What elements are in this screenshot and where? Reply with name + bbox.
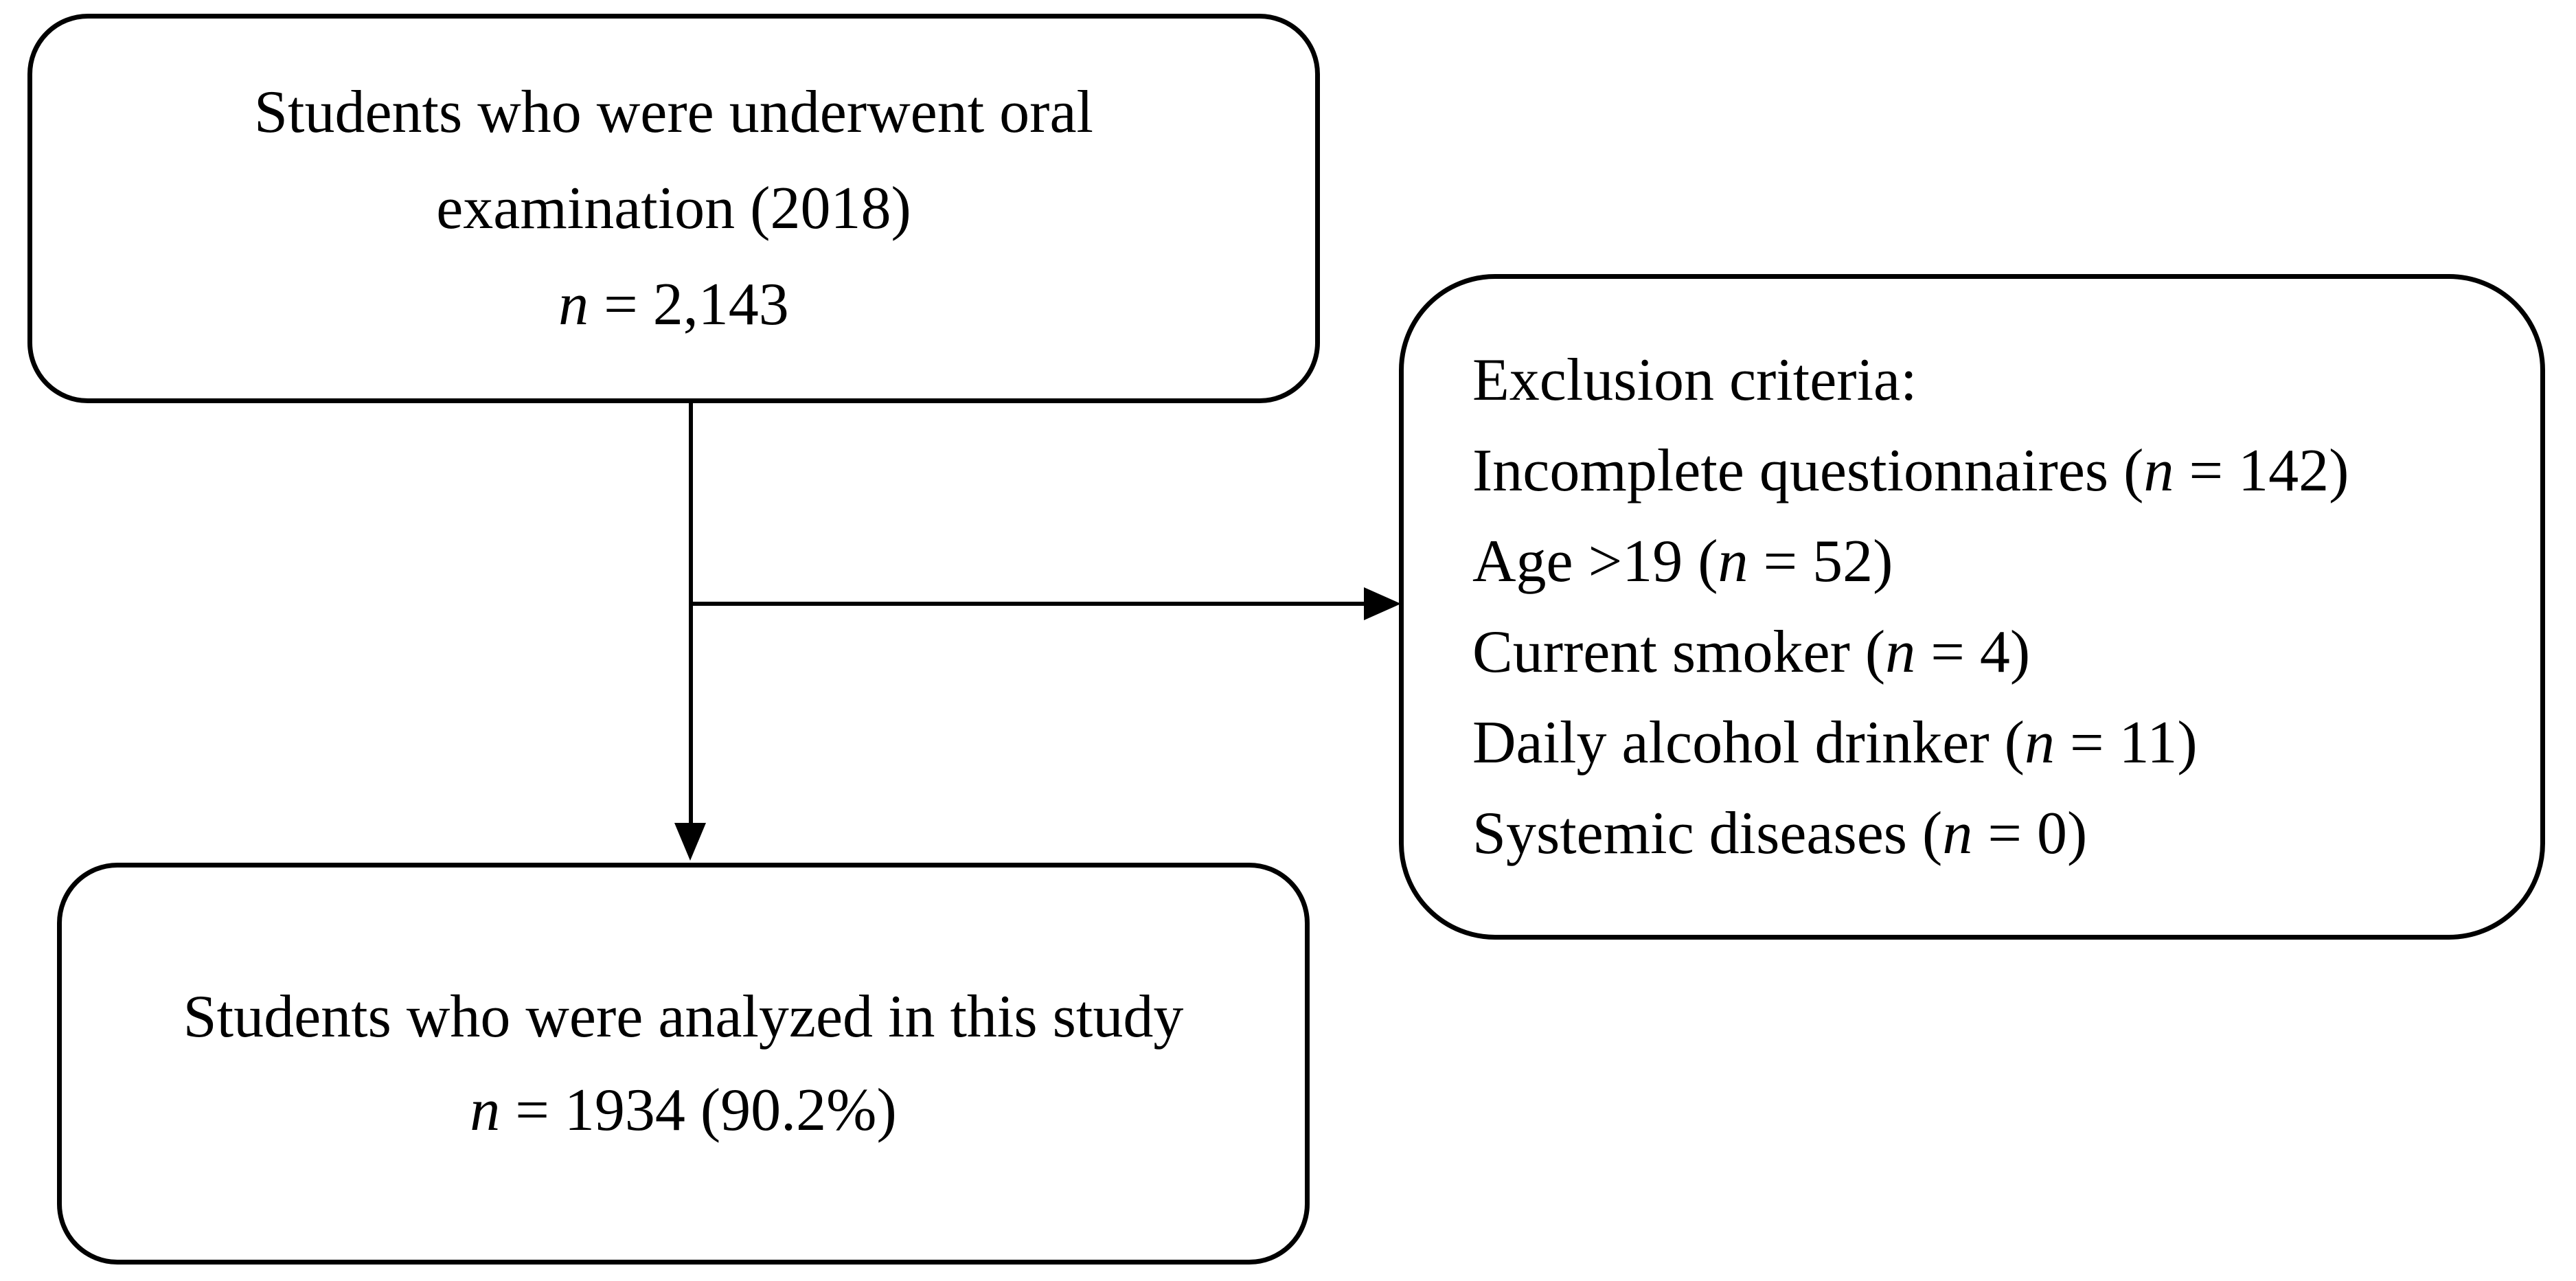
analyzed-line-1: Students who were analyzed in this study xyxy=(62,971,1305,1064)
text-segment: = 11) xyxy=(2054,709,2198,776)
n-variable: n xyxy=(1942,800,1973,867)
down-arrow-shaft xyxy=(689,403,693,823)
exclusion-header-line: Exclusion criteria: xyxy=(1472,335,2513,426)
exclusion-item-incomplete: Incomplete questionnaires (n = 142) xyxy=(1472,426,2513,517)
right-arrowhead-icon xyxy=(1364,587,1401,620)
down-arrowhead-icon xyxy=(674,823,706,861)
text-segment: Students who were analyzed in this study xyxy=(183,983,1184,1050)
text-segment: Students who were underwent oral xyxy=(254,78,1093,146)
text-segment: Current smoker ( xyxy=(1472,618,1886,685)
exclusion-item-smoker: Current smoker (n = 4) xyxy=(1472,607,2513,698)
n-variable: n xyxy=(1885,618,1916,685)
text-segment: Exclusion criteria: xyxy=(1472,346,1917,413)
analyzed-students-box: Students who were analyzed in this study… xyxy=(57,863,1310,1265)
enrolled-line-1: Students who were underwent oral xyxy=(32,65,1315,161)
n-variable: n xyxy=(2143,437,2174,504)
text-segment: Age >19 ( xyxy=(1472,528,1718,595)
exclusion-item-alcohol: Daily alcohol drinker (n = 11) xyxy=(1472,698,2513,789)
text-segment: Daily alcohol drinker ( xyxy=(1472,709,2025,776)
text-segment: = 1934 (90.2%) xyxy=(500,1076,897,1144)
exclusion-item-systemic: Systemic diseases (n = 0) xyxy=(1472,789,2513,879)
exclusion-item-age: Age >19 (n = 52) xyxy=(1472,517,2513,607)
text-segment: = 2,143 xyxy=(589,271,789,338)
right-arrow-shaft xyxy=(691,602,1364,606)
text-segment: = 4) xyxy=(1915,618,2031,685)
text-segment: = 52) xyxy=(1748,528,1893,595)
text-segment: = 0) xyxy=(1972,800,2088,867)
text-segment: Systemic diseases ( xyxy=(1472,800,1943,867)
enrolled-count-line: n = 2,143 xyxy=(32,257,1315,353)
text-segment: Incomplete questionnaires ( xyxy=(1472,437,2144,504)
enrolled-students-box: Students who were underwent oral examina… xyxy=(27,14,1320,403)
n-variable: n xyxy=(1718,528,1748,595)
exclusion-criteria-box: Exclusion criteria: Incomplete questionn… xyxy=(1399,274,2545,940)
text-segment: = 142) xyxy=(2174,437,2349,504)
n-variable: n xyxy=(470,1076,501,1144)
n-variable: n xyxy=(2024,709,2055,776)
text-segment: examination (2018) xyxy=(436,174,911,242)
enrolled-line-2: examination (2018) xyxy=(32,161,1315,257)
n-variable: n xyxy=(558,271,589,338)
analyzed-count-line: n = 1934 (90.2%) xyxy=(62,1064,1305,1157)
